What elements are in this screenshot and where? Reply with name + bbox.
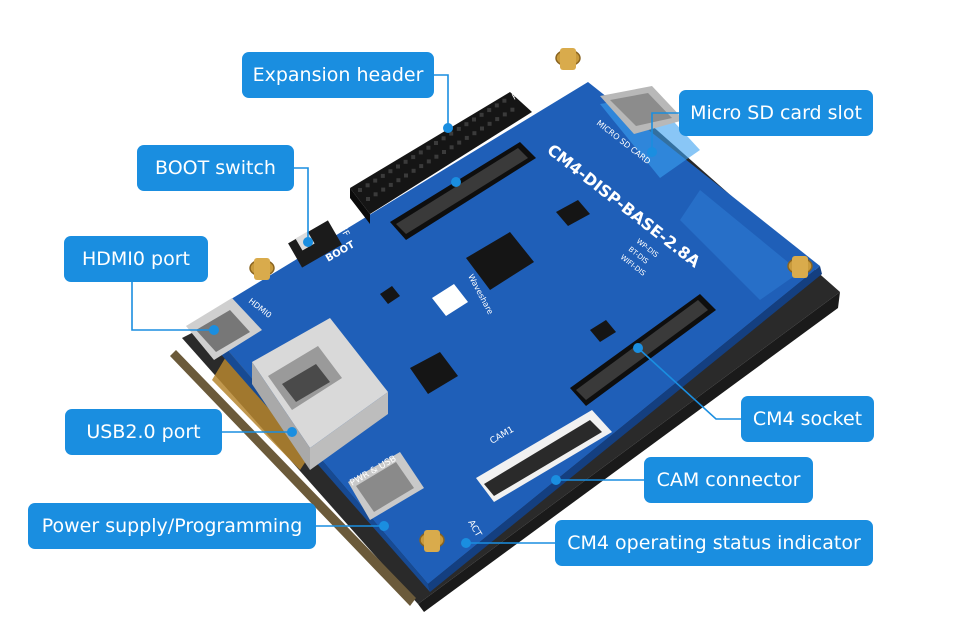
- header-pin: [494, 103, 499, 108]
- leader-boot: [294, 167, 309, 242]
- callout-hdmi0-port: HDMI0 port: [64, 236, 208, 282]
- standoff-bodies: [254, 48, 808, 552]
- header-pin: [464, 135, 469, 140]
- usb-port: [252, 318, 388, 470]
- header-pin: [472, 131, 477, 136]
- header-pin: [418, 150, 423, 155]
- header-pin: [366, 197, 370, 201]
- header-pin: [441, 136, 446, 141]
- cm4-connector-top: [390, 142, 536, 240]
- header-pin: [495, 117, 500, 122]
- header-pin: [388, 182, 393, 187]
- header-pin: [479, 112, 484, 117]
- header-pin: [464, 122, 469, 127]
- callout-status-indicator: CM4 operating status indicator: [555, 520, 873, 566]
- header-pin: [434, 141, 438, 145]
- leader-sd: [651, 112, 679, 152]
- cam-connector-part: [476, 410, 612, 502]
- header-pin: [373, 178, 378, 183]
- callout-micro-sd-slot: Micro SD card slot: [679, 90, 873, 136]
- silk-header: H & PCIe: [511, 76, 546, 101]
- header-pin: [480, 126, 484, 131]
- header-pin: [456, 126, 461, 131]
- header-pin: [457, 140, 462, 145]
- leader-cm4: [637, 347, 741, 420]
- header-pin: [434, 154, 439, 159]
- ic-chips: [380, 200, 616, 394]
- micro-sd-slot: [600, 86, 684, 134]
- header-pin: [396, 178, 401, 183]
- hdmi-port: [186, 298, 262, 360]
- header-pin: [426, 145, 431, 150]
- header-pin: [411, 168, 416, 173]
- header-pin: [381, 187, 386, 192]
- header-pin: [358, 188, 362, 192]
- header-pin: [442, 150, 446, 154]
- leader-hdmi: [131, 282, 214, 331]
- header-pin: [419, 164, 424, 169]
- header-pin: [388, 169, 393, 174]
- callout-expansion-header: Expansion header: [242, 52, 434, 98]
- header-pin: [502, 98, 507, 103]
- header-pin: [404, 173, 408, 178]
- callout-cam-connector: CAM connector: [644, 457, 813, 503]
- header-pin: [411, 155, 416, 160]
- header-pin: [472, 117, 476, 122]
- header-pin: [426, 159, 431, 164]
- header-pin: [403, 159, 408, 164]
- callout-power-supply: Power supply/Programming: [28, 503, 316, 549]
- callout-boot-switch: BOOT switch: [137, 145, 294, 191]
- header-pin: [487, 121, 492, 126]
- header-pin: [380, 173, 385, 178]
- header-pin: [373, 192, 378, 197]
- header-pin: [449, 145, 454, 150]
- leader-dots: [209, 123, 657, 548]
- leader-lines: [131, 74, 741, 544]
- leader-expansion: [434, 74, 449, 128]
- header-pin: [510, 107, 515, 112]
- callout-usb2-port: USB2.0 port: [65, 409, 222, 455]
- header-pin: [396, 164, 400, 169]
- header-pin: [487, 108, 492, 113]
- waveshare-logo: [432, 284, 468, 316]
- usb-c-port: [348, 452, 424, 520]
- expansion-header-part: [350, 92, 532, 224]
- header-pin: [449, 131, 454, 136]
- callout-cm4-socket: CM4 socket: [741, 396, 874, 442]
- header-pin: [365, 183, 370, 188]
- header-pin: [502, 112, 507, 117]
